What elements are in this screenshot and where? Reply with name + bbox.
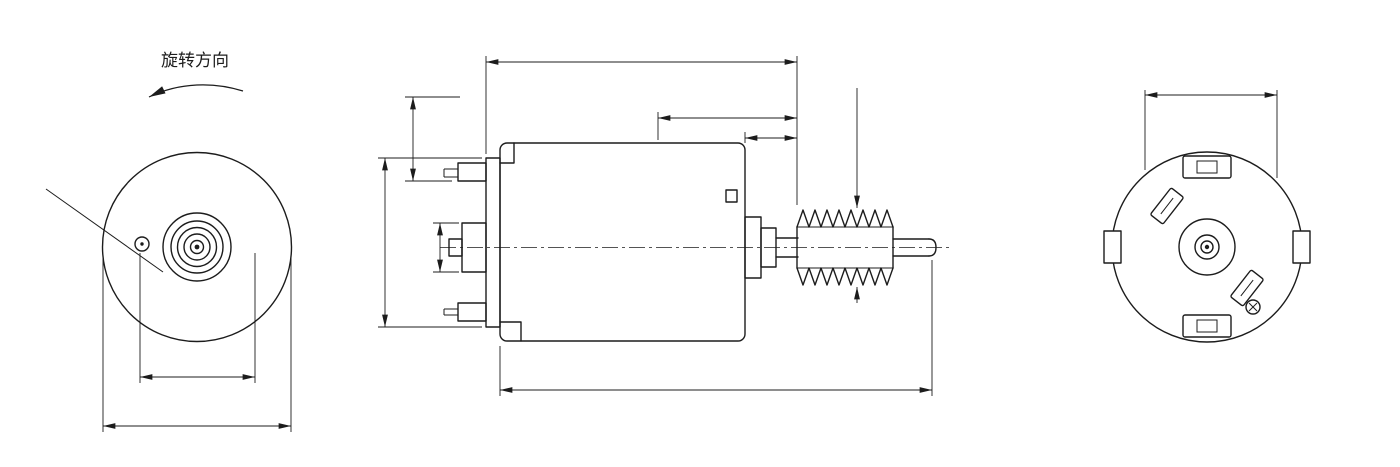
side-view — [378, 56, 950, 396]
front-screw-hole — [134, 236, 150, 252]
rotation-direction-arrow — [148, 84, 244, 98]
rear-shaft-hub — [1178, 218, 1236, 276]
front-shaft-hub — [162, 212, 232, 282]
rear-left-notch — [1103, 230, 1122, 264]
brush-upper-left — [1150, 187, 1184, 225]
front-outer-body-circle — [101, 151, 293, 343]
front-bearing-step-2 — [760, 227, 777, 268]
rear-terminal-top — [1182, 155, 1232, 179]
rear-view — [1103, 90, 1311, 343]
body-vent-hole — [725, 189, 738, 203]
rear-dimensions — [1144, 90, 1278, 178]
side-dimensions — [378, 56, 933, 396]
rear-terminal-bottom — [1182, 314, 1232, 338]
rear-screw — [1245, 299, 1261, 315]
endcap-top-step — [499, 142, 515, 164]
brush-lower-right — [1230, 269, 1264, 307]
front-view: 旋转方向 — [45, 51, 293, 432]
motor-body — [499, 142, 746, 342]
terminal-top — [443, 162, 487, 182]
leader-line — [45, 188, 164, 273]
rear-endcap — [485, 157, 501, 328]
worm-gear — [796, 209, 894, 286]
rear-right-notch — [1292, 230, 1311, 264]
front-dimensions — [102, 253, 292, 432]
terminal-bottom — [443, 302, 487, 322]
rear-shaft-stub — [448, 238, 463, 257]
rotation-direction-label: 旋转方向 — [161, 51, 229, 71]
endcap-bottom-step — [499, 321, 522, 342]
output-shaft — [775, 237, 937, 258]
